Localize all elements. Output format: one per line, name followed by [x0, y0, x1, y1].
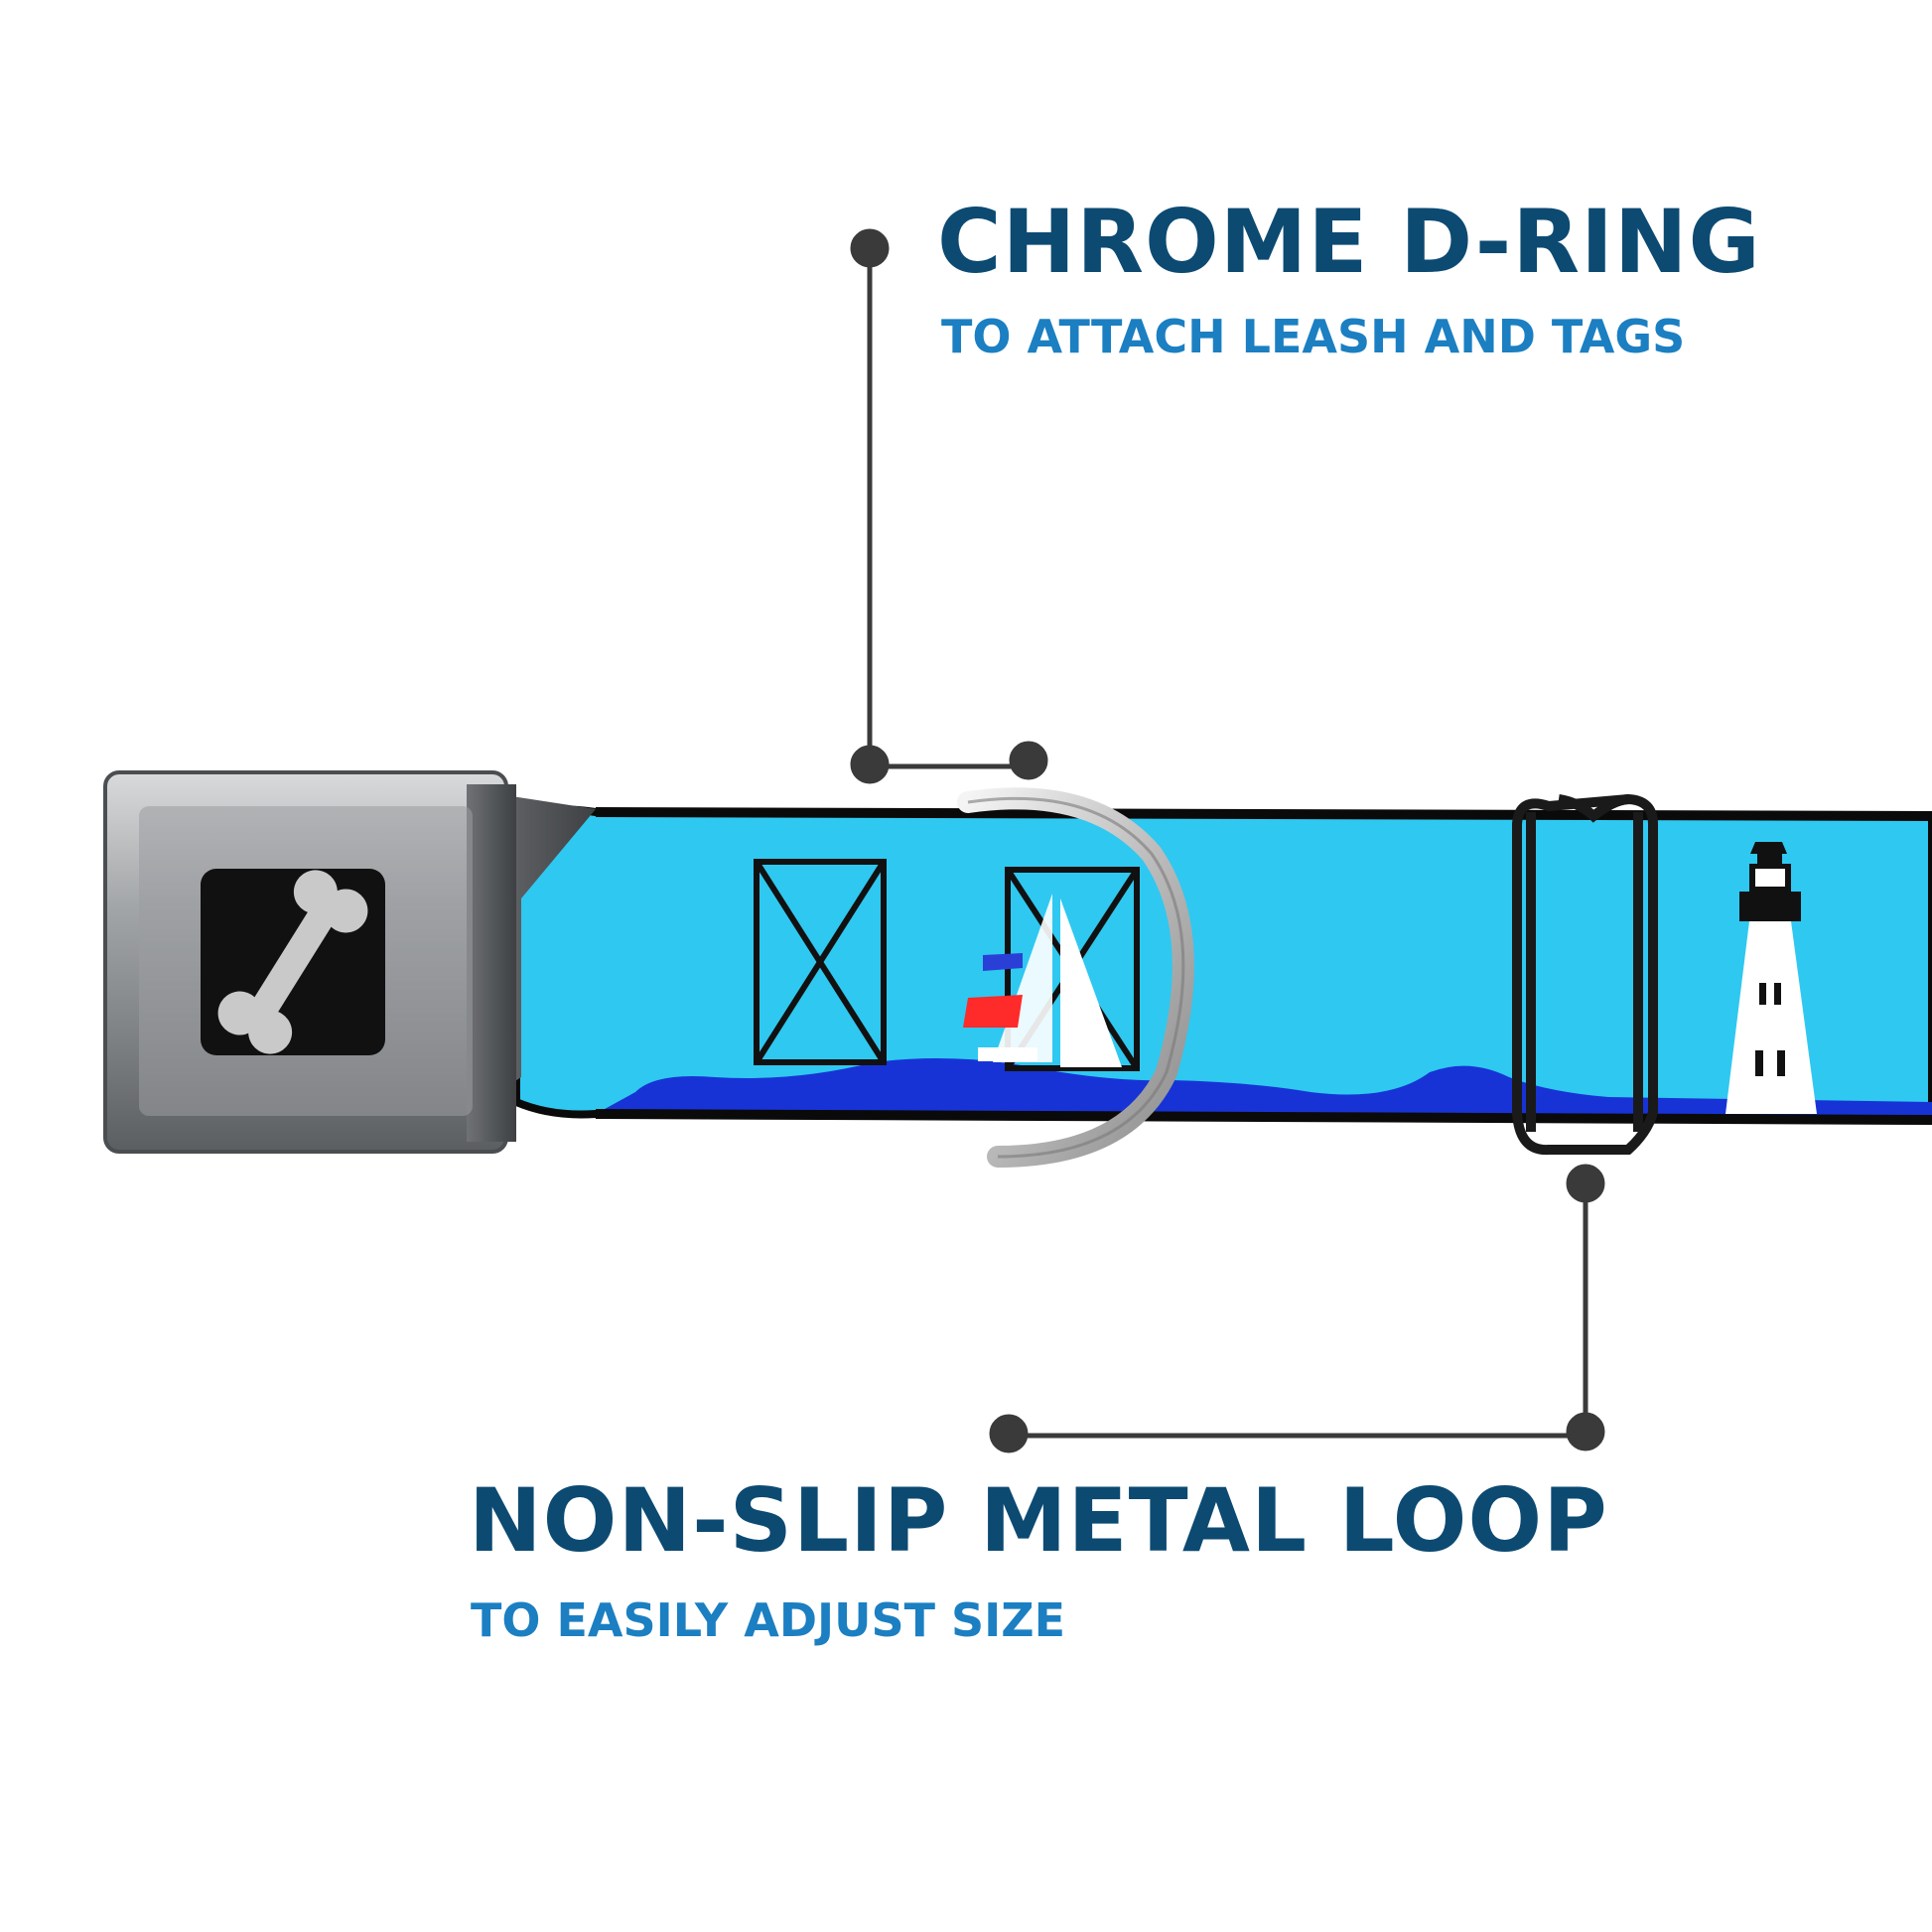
dot-icon	[1009, 741, 1048, 780]
dot-icon	[1566, 1164, 1605, 1203]
chrome-d-ring	[957, 787, 1194, 1168]
sailboat-drawing	[963, 894, 1122, 1067]
d-ring-leader-line	[850, 228, 1048, 784]
collar-strap	[512, 805, 1932, 1125]
seatbelt-buckle	[103, 770, 516, 1154]
d-ring-callout-title: CHROME D-RING	[937, 191, 1761, 293]
loop-leader-line	[989, 1164, 1605, 1453]
d-ring-callout-subtitle: TO ATTACH LEASH AND TAGS	[941, 310, 1686, 363]
slider-loop	[1512, 793, 1658, 1156]
dot-icon	[850, 228, 890, 268]
dot-icon	[989, 1414, 1029, 1453]
metal-loop-callout-title: NON-SLIP METAL LOOP	[469, 1469, 1608, 1572]
dot-icon	[1566, 1412, 1605, 1451]
bone-icon	[217, 870, 368, 1054]
metal-loop-callout-subtitle: TO EASILY ADJUST SIZE	[471, 1593, 1066, 1647]
dot-icon	[850, 745, 890, 784]
lighthouse-drawing	[1725, 842, 1817, 1114]
